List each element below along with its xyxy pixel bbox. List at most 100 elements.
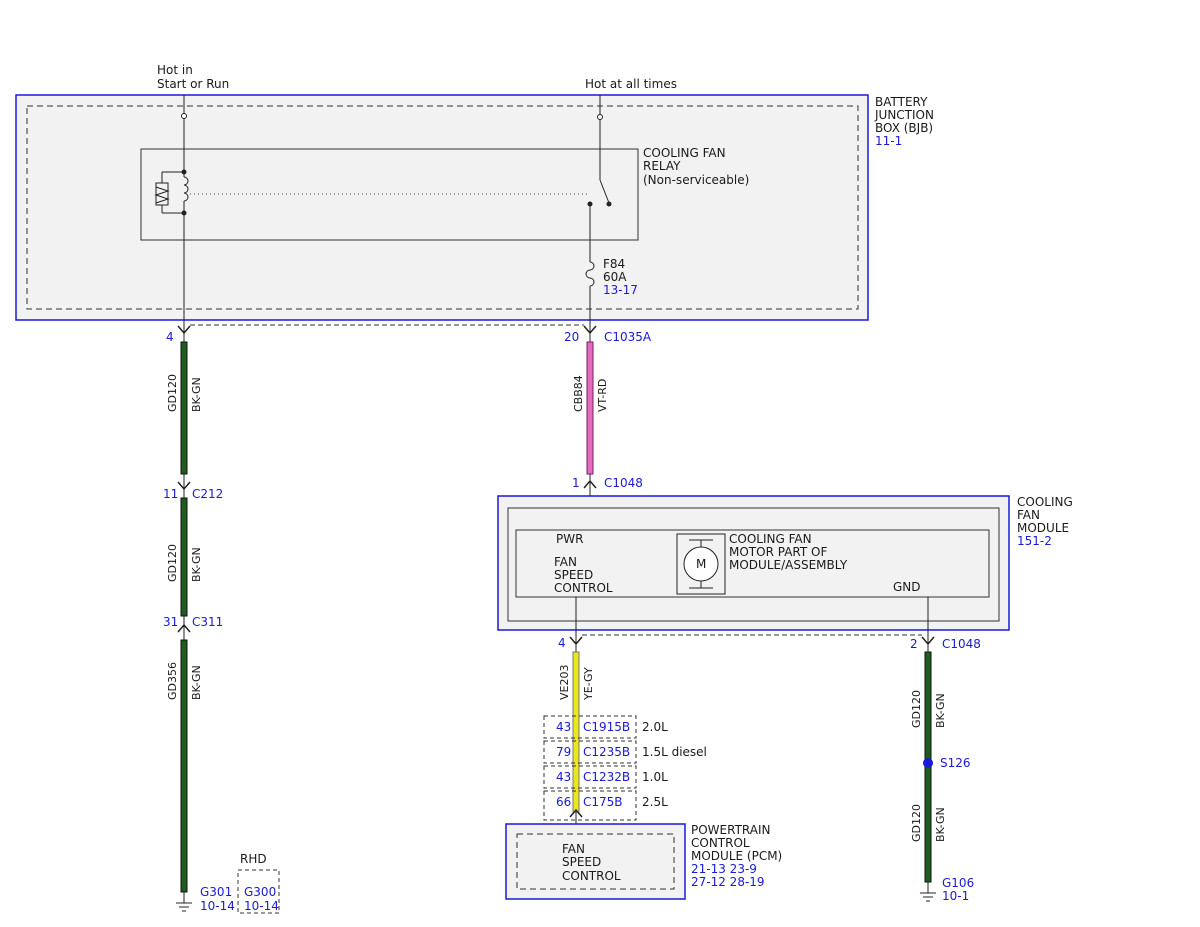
left-pin-c212: 11 bbox=[163, 487, 178, 501]
variant-connector[interactable]: C1235B bbox=[583, 745, 630, 759]
variant-engine: 2.5L bbox=[642, 795, 668, 809]
hot-run-terminal-icon bbox=[181, 113, 187, 119]
gnd-wire-pin-top: 2 bbox=[910, 637, 918, 651]
left-pin-top: 4 bbox=[166, 330, 174, 344]
control-wire-color: YE-GY bbox=[582, 667, 595, 701]
connector-c311[interactable]: C311 bbox=[192, 615, 223, 629]
fan-module-internal bbox=[515, 529, 990, 598]
splice-icon bbox=[923, 758, 933, 768]
pcm-label-1: POWERTRAIN bbox=[691, 823, 771, 837]
connector-arrow-icon bbox=[177, 325, 191, 335]
hot-all-label: Hot at all times bbox=[585, 77, 677, 91]
coil-node-icon bbox=[181, 210, 187, 216]
pcm-label-3: MODULE (PCM) bbox=[691, 849, 782, 863]
bjb-label-2: JUNCTION bbox=[874, 108, 934, 122]
ground-g301-ref[interactable]: 10-14 bbox=[200, 899, 235, 913]
bjb-ref[interactable]: 11-1 bbox=[875, 134, 902, 148]
connector-c212[interactable]: C212 bbox=[192, 487, 223, 501]
fuse-ref[interactable]: 13-17 bbox=[603, 283, 638, 297]
variant-connector-2-0l[interactable]: 43 C1915B 2.0L bbox=[543, 715, 668, 739]
connector-arrow-icon bbox=[177, 623, 191, 633]
connector-arrow-icon bbox=[569, 636, 583, 646]
left-seg2-color: BK-GN bbox=[190, 547, 203, 582]
variant-engine: 1.0L bbox=[642, 770, 668, 784]
control-wire bbox=[572, 630, 580, 833]
variant-connector[interactable]: C175B bbox=[583, 795, 623, 809]
pcm-refs-1[interactable]: 21-13 23-9 bbox=[691, 862, 757, 876]
splice-s126[interactable]: S126 bbox=[940, 756, 971, 770]
ground-icon bbox=[176, 902, 192, 912]
relay-label-1: COOLING FAN bbox=[643, 146, 726, 160]
fan-module-fsc-1: FAN bbox=[554, 555, 577, 569]
variant-pin: 43 bbox=[556, 770, 571, 784]
pcm-fsc-1: FAN bbox=[562, 842, 585, 856]
left-seg1-circuit: GD120 bbox=[166, 374, 179, 412]
gnd-seg2-color: BK-GN bbox=[934, 807, 947, 842]
variant-engine: 2.0L bbox=[642, 720, 668, 734]
bjb-label-1: BATTERY bbox=[875, 95, 928, 109]
connector-arrow-icon bbox=[583, 479, 597, 489]
motor-label-1: COOLING FAN bbox=[729, 532, 812, 546]
fan-module-fsc-2: SPEED bbox=[554, 568, 593, 582]
variant-connector-1-0l[interactable]: 43 C1232B 1.0L bbox=[543, 765, 668, 789]
fan-module-label-3: MODULE bbox=[1017, 521, 1069, 535]
left-pin-c311: 31 bbox=[163, 615, 178, 629]
rhd-label: RHD bbox=[240, 852, 267, 866]
pcm-fsc-3: CONTROL bbox=[562, 869, 621, 883]
relay-switch-icon bbox=[585, 95, 610, 320]
control-wire-circuit: VE203 bbox=[558, 665, 571, 700]
connector-c1048-top[interactable]: C1048 bbox=[604, 476, 643, 490]
variant-connector[interactable]: C1232B bbox=[583, 770, 630, 784]
fuse-wire-circuit: CBB84 bbox=[572, 375, 585, 412]
connector-arrow-icon bbox=[921, 636, 935, 646]
control-wire-pin-top: 4 bbox=[558, 636, 566, 650]
left-seg1-color: BK-GN bbox=[190, 377, 203, 412]
switch-contact-icon bbox=[606, 201, 612, 207]
switch-contact-icon bbox=[587, 201, 593, 207]
pcm-refs-2[interactable]: 27-12 28-19 bbox=[691, 875, 765, 889]
motor-label-2: MOTOR PART OF bbox=[729, 545, 827, 559]
variant-connector-1-5l-diesel[interactable]: 79 C1235B 1.5L diesel bbox=[543, 740, 707, 764]
left-seg2-circuit: GD120 bbox=[166, 544, 179, 582]
relay-label-2: RELAY bbox=[643, 159, 681, 173]
fan-module-ref[interactable]: 151-2 bbox=[1017, 534, 1052, 548]
fan-module-pwr: PWR bbox=[556, 532, 583, 546]
left-seg3-color: BK-GN bbox=[190, 665, 203, 700]
fan-module-fsc-3: CONTROL bbox=[554, 581, 613, 595]
connector-arrow-icon bbox=[569, 808, 583, 818]
motor-icon: M bbox=[676, 533, 726, 595]
hot-all-terminal-icon bbox=[597, 114, 603, 120]
fuse-wire-pin-bottom: 1 bbox=[572, 476, 580, 490]
pcm-outline bbox=[505, 823, 686, 900]
variant-pin: 79 bbox=[556, 745, 571, 759]
pcm-label-2: CONTROL bbox=[691, 836, 750, 850]
fuse-wire-color: VT-RD bbox=[596, 379, 609, 412]
gnd-seg1-color: BK-GN bbox=[934, 693, 947, 728]
connector-arrow-icon bbox=[583, 325, 597, 335]
ground-g300[interactable]: G300 bbox=[244, 885, 276, 899]
connector-c1035a[interactable]: C1035A bbox=[604, 330, 652, 344]
ground-g300-ref[interactable]: 10-14 bbox=[244, 899, 279, 913]
variant-pin: 43 bbox=[556, 720, 571, 734]
fan-module-label-2: FAN bbox=[1017, 508, 1040, 522]
bjb-label-3: BOX (BJB) bbox=[875, 121, 933, 135]
ground-g106-ref[interactable]: 10-1 bbox=[942, 889, 969, 903]
bjb-inner-dashed bbox=[26, 105, 859, 310]
left-wire bbox=[180, 320, 188, 903]
relay-label-3: (Non-serviceable) bbox=[643, 173, 749, 187]
variant-connector[interactable]: C1915B bbox=[583, 720, 630, 734]
ground-g301[interactable]: G301 bbox=[200, 885, 232, 899]
variant-engine: 1.5L diesel bbox=[642, 745, 707, 759]
ground-g106[interactable]: G106 bbox=[942, 876, 974, 890]
variant-connector-2-5l[interactable]: 66 C175B 2.5L bbox=[543, 790, 668, 821]
connector-c1048-bottom[interactable]: C1048 bbox=[942, 637, 981, 651]
coil-node-icon bbox=[181, 169, 187, 175]
connector-arrow-icon bbox=[177, 481, 191, 491]
hot-run-label-2: Start or Run bbox=[157, 77, 229, 91]
fuse-rating: 60A bbox=[603, 270, 627, 284]
motor-label-3: MODULE/ASSEMBLY bbox=[729, 558, 848, 572]
relay-box bbox=[140, 148, 639, 241]
fuse-wire-pin-top: 20 bbox=[564, 330, 579, 344]
fan-module-gnd: GND bbox=[893, 580, 921, 594]
